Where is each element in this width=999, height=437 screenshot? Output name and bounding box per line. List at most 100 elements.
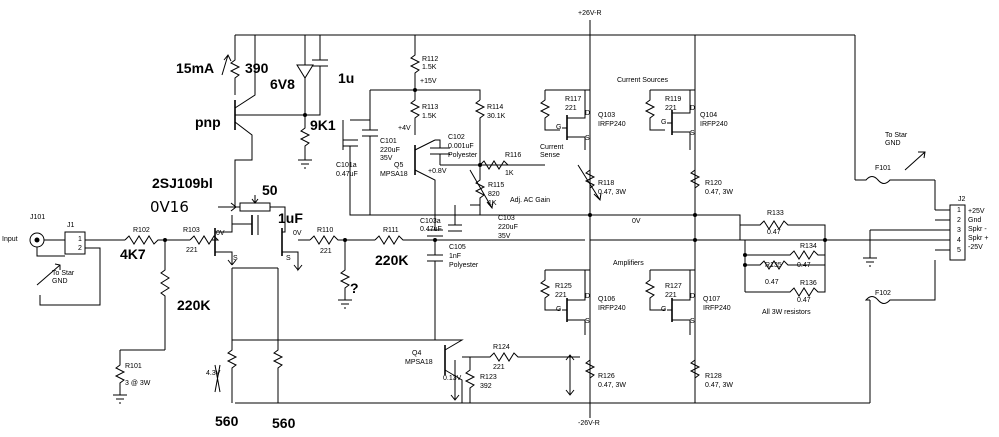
- uf-hand: 1uF: [278, 210, 303, 226]
- r-220k-hand: 220K: [177, 297, 211, 313]
- fuse-f101: [855, 176, 935, 184]
- ov-a: 0V: [216, 230, 225, 237]
- ov16-hand: 0V16: [150, 198, 189, 216]
- r9k1-resistor: [299, 115, 311, 160]
- j2-pin-1: 1: [957, 207, 961, 214]
- c101-cap: [362, 90, 378, 215]
- r112-val: 1.5K: [422, 64, 437, 71]
- j2-label: J2: [958, 196, 966, 203]
- v013-label: 0.13V: [443, 375, 462, 382]
- r103-label: R103: [183, 227, 200, 234]
- j2-connector: [949, 204, 966, 261]
- ground-icon-3: [863, 229, 935, 267]
- r115-pot: [474, 165, 486, 215]
- q104-g: G: [661, 119, 667, 126]
- pot-50: [239, 202, 271, 212]
- r112-label: R112: [422, 56, 439, 63]
- r136-val: 0.47: [797, 297, 811, 304]
- c103-a: 220uF: [498, 224, 518, 231]
- r117-val: 221: [565, 105, 577, 112]
- q103-s: S: [585, 135, 590, 142]
- r101-val: 3 @ 3W: [125, 380, 151, 387]
- j1-pin1: 1: [78, 236, 82, 243]
- input-star-gnd: To Star GND: [52, 270, 75, 285]
- r113-label: R113: [422, 104, 439, 111]
- r124-resistor: [462, 352, 580, 362]
- r133-resistor: [740, 220, 826, 240]
- q103-label: Q103: [598, 112, 616, 119]
- r101-label: R101: [125, 363, 142, 370]
- r136-resistor: [745, 255, 826, 297]
- c103a-label: C103a: [420, 218, 441, 225]
- q106-label: Q106: [598, 296, 616, 303]
- r111-label: R111: [383, 227, 399, 234]
- j2-pin-2: 2: [957, 217, 961, 224]
- j2-name-2: Gnd: [968, 217, 982, 224]
- q5-label: Q5: [394, 162, 404, 169]
- r126-resistor: [584, 340, 596, 403]
- ma-hand: 15mA: [176, 60, 215, 76]
- c103-label: C103: [498, 215, 515, 222]
- r118-val: 0.47, 3W: [598, 189, 627, 196]
- s-a: S: [233, 255, 238, 262]
- r110-val: 221: [320, 248, 332, 255]
- q104-s: S: [690, 130, 695, 137]
- r136-label: R136: [800, 280, 817, 287]
- r123-label: R123: [480, 374, 497, 381]
- r560b-hand: 560: [272, 415, 296, 431]
- r118-label: R118: [598, 180, 615, 187]
- c102-type: Polyester: [448, 152, 478, 159]
- c101-b: 35V: [380, 155, 393, 162]
- c102-val: 0.001uF: [448, 143, 474, 150]
- q104-type: IRFP240: [700, 121, 728, 128]
- q106-s: S: [585, 318, 590, 325]
- q4-label: Q4: [412, 350, 422, 357]
- r123-resistor: [464, 357, 476, 403]
- r560a-hand: 560: [215, 413, 239, 429]
- ov-label: 0V: [632, 218, 641, 225]
- q104-label: Q104: [700, 112, 718, 119]
- r115-label: R115: [488, 182, 505, 189]
- c105-a: 1nF: [449, 253, 462, 260]
- j2-pin-5: 5: [957, 247, 961, 254]
- r116-label: R116: [505, 152, 522, 159]
- j2-name-3: Spkr -: [968, 226, 987, 233]
- r119-resistor: [644, 90, 665, 131]
- j1-pin2: 2: [78, 245, 82, 252]
- c102-label: C102: [448, 134, 465, 141]
- q103-type: IRFP240: [598, 121, 626, 128]
- c101a-label: C101a: [336, 162, 357, 169]
- c105-b: Polyester: [449, 262, 479, 269]
- r113-resistor: [409, 90, 421, 135]
- r390-resistor: [229, 35, 241, 95]
- c105-label: C105: [449, 244, 466, 251]
- r134-label: R134: [800, 243, 817, 250]
- r110-label: R110: [317, 227, 334, 234]
- q103-d: D: [585, 110, 591, 117]
- r123-val: 392: [480, 383, 492, 390]
- r115-b: 1K: [488, 200, 497, 207]
- r134-val: 0.47: [797, 262, 811, 269]
- j2-name-5: -25V: [968, 244, 983, 251]
- r390-hand: 390: [245, 60, 269, 76]
- r114-label: R114: [487, 104, 504, 111]
- q107-s: S: [690, 318, 695, 325]
- r102-resistor: [124, 235, 190, 245]
- r128-resistor: [689, 340, 701, 403]
- r134-resistor: [745, 240, 826, 260]
- q106-g: G: [556, 306, 562, 313]
- r124-val: 221: [493, 364, 505, 371]
- current-sense: Current Sense: [540, 144, 564, 159]
- q106-type: IRFP240: [598, 305, 626, 312]
- r115-a: 820: [488, 191, 500, 198]
- q106-d: D: [585, 293, 591, 300]
- r127-resistor: [644, 270, 665, 311]
- r111-hand: 220K: [375, 252, 409, 268]
- r102-label: R102: [133, 227, 150, 234]
- r126-label: R126: [598, 373, 615, 380]
- r103-val: 221: [186, 247, 198, 254]
- fuse-f102: [864, 260, 936, 304]
- question-hand: ?: [350, 280, 359, 296]
- r112-resistor: [409, 35, 421, 90]
